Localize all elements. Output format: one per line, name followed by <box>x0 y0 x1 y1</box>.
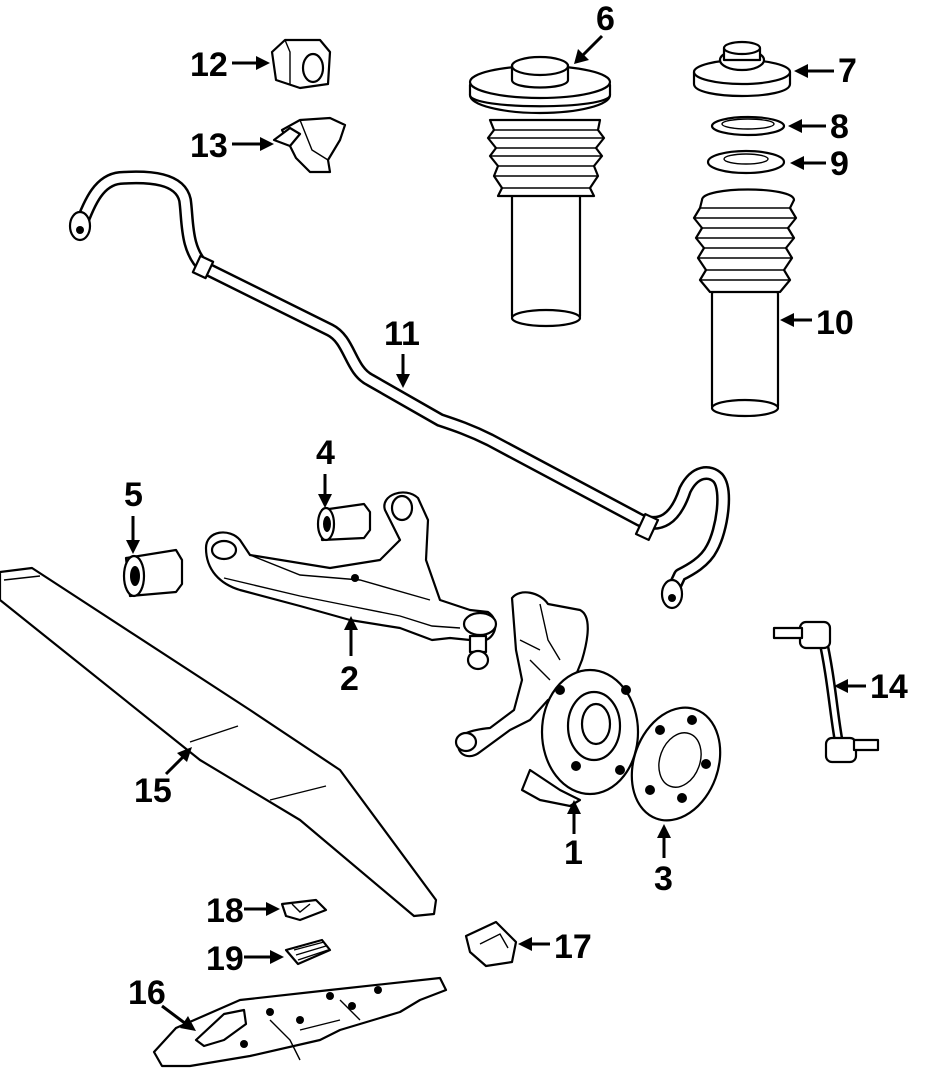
callout-17: 17 <box>518 928 592 966</box>
callout-9: 9 <box>790 145 849 183</box>
part-15-deflector <box>0 566 438 918</box>
callout-14: 14 <box>834 668 908 706</box>
part-10-dust-boot <box>692 188 798 418</box>
label-12: 12 <box>190 46 228 84</box>
callout-11: 11 <box>384 315 420 388</box>
callout-8: 8 <box>788 108 849 146</box>
label-6: 6 <box>596 0 615 38</box>
part-13-bracket <box>272 116 347 174</box>
label-17: 17 <box>554 928 592 966</box>
label-16: 16 <box>128 974 166 1012</box>
part-3-hub-flange <box>630 706 722 822</box>
label-2: 2 <box>340 660 359 698</box>
label-8: 8 <box>830 108 849 146</box>
label-5: 5 <box>124 476 143 514</box>
label-10: 10 <box>816 304 854 342</box>
part-14-stabilizer-link <box>772 620 880 764</box>
callout-1: 1 <box>564 800 583 872</box>
part-2-control-arm <box>204 491 498 671</box>
part-19-clip <box>284 938 332 966</box>
label-18: 18 <box>206 892 244 930</box>
label-13: 13 <box>190 127 228 165</box>
callout-12: 12 <box>190 46 270 84</box>
part-9-spring-seat <box>706 149 786 175</box>
part-11-stabilizer-bar <box>68 170 731 610</box>
callout-2: 2 <box>340 616 359 698</box>
callout-13: 13 <box>190 127 274 165</box>
label-9: 9 <box>830 145 849 183</box>
callout-19: 19 <box>206 940 284 978</box>
callout-3: 3 <box>654 824 673 898</box>
callout-10: 10 <box>780 304 854 342</box>
label-11: 11 <box>384 315 420 353</box>
callout-7: 7 <box>794 52 857 90</box>
part-16-splash-shield <box>152 976 448 1068</box>
part-1-knuckle-hub <box>454 591 640 808</box>
label-1: 1 <box>564 834 583 872</box>
label-4: 4 <box>316 434 335 472</box>
label-3: 3 <box>654 860 673 898</box>
part-12-bushing <box>270 38 332 90</box>
part-6-strut-mount <box>468 55 612 328</box>
callout-18: 18 <box>206 892 280 930</box>
label-14: 14 <box>870 668 908 706</box>
part-7-upper-mount <box>692 40 792 98</box>
callout-5: 5 <box>124 476 143 554</box>
part-8-bearing <box>710 115 786 137</box>
callout-4: 4 <box>316 434 335 508</box>
callout-16: 16 <box>128 974 196 1031</box>
label-7: 7 <box>838 52 857 90</box>
part-18-clip <box>280 898 328 922</box>
part-4-bushing <box>316 502 372 542</box>
label-15: 15 <box>134 772 172 810</box>
callout-6: 6 <box>574 0 615 64</box>
label-19: 19 <box>206 940 244 978</box>
part-5-bushing <box>122 548 184 598</box>
callout-15: 15 <box>134 747 192 810</box>
part-17-retainer <box>464 920 518 968</box>
